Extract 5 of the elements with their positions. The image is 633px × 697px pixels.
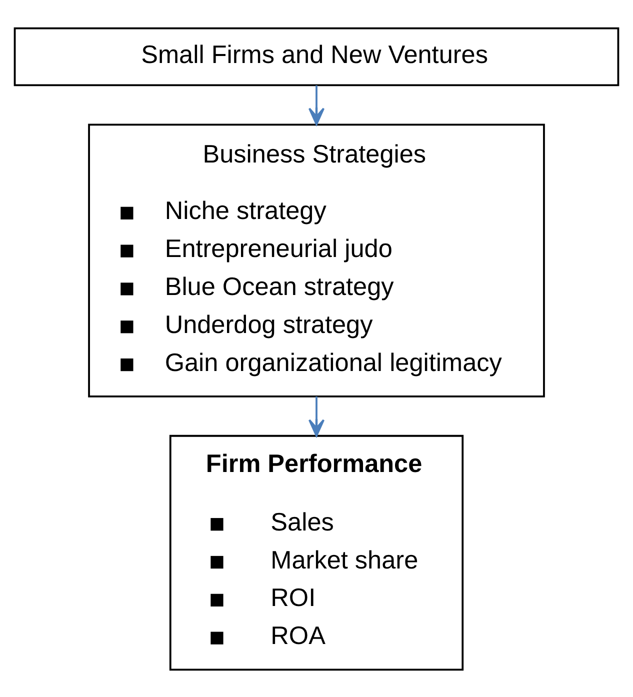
arrow	[308, 396, 325, 436]
node-box: Small Firms and New Ventures	[14, 26, 620, 86]
arrow	[308, 84, 325, 125]
node-box: Firm Performance Sales Market share ROI ROA	[169, 434, 464, 670]
node-box: Business Strategies Niche strategy Entrepreneurial judo Blue Ocean strategy Underdog strategy Gain organizational legitimacy	[88, 123, 545, 397]
